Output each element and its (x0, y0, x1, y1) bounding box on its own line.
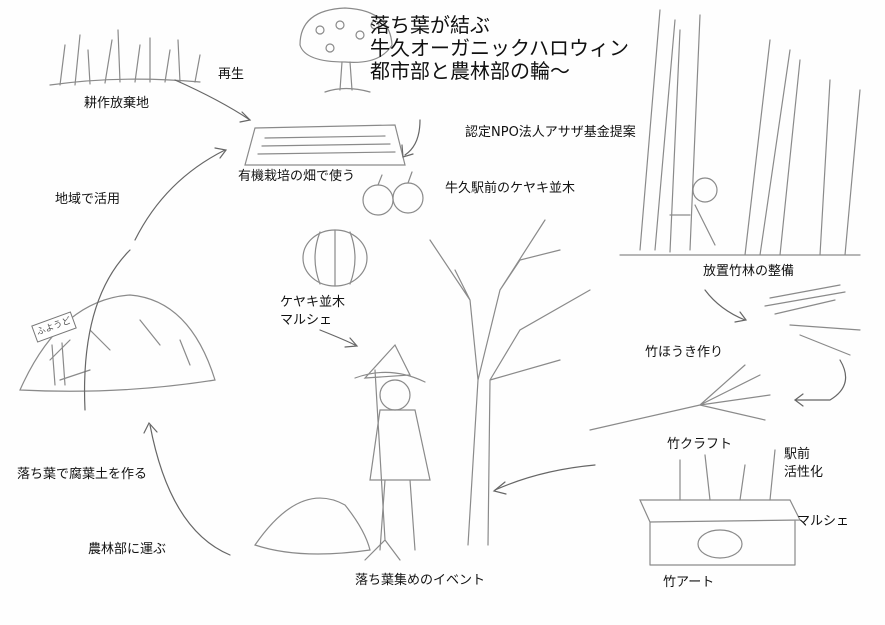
bamboo-broom-sketch (589, 364, 771, 431)
label-regeneration: 再生 (218, 67, 245, 82)
label-organic-field: 有機栽培の畑で使う (238, 169, 356, 184)
label-zelkova-marche-1: ケヤキ並木 (280, 295, 346, 310)
zelkova-tree-sketch (429, 219, 591, 546)
label-leaf-event: 落ち葉集めのイベント (355, 573, 486, 588)
label-station-revival-2: 活性化 (784, 465, 824, 480)
bamboo-grove-sketch (619, 9, 861, 256)
arrow-bamboo-to-sticks (704, 289, 746, 321)
title-line-3: 都市部と農林部の輪〜 (370, 59, 570, 83)
label-zelkova-marche-2: マルシェ (280, 313, 333, 328)
label-bamboo-art: 竹アート (663, 575, 715, 590)
arrow-craft-to-event (494, 464, 596, 491)
apple-tree-sketch (299, 7, 393, 93)
apples-sketch (362, 171, 424, 216)
arrow-event-to-farm (149, 424, 231, 556)
arrow-to-marche (319, 329, 356, 346)
abandoned-farmland-sketch (49, 29, 201, 86)
label-abandoned-farmland: 耕作放棄地 (84, 96, 150, 111)
arrow-sticks-to-broom (794, 359, 847, 401)
label-npo-proposal: 認定NPO法人アサザ基金提案 (465, 125, 636, 140)
field-sketch (244, 124, 406, 166)
label-carry-to-farm: 農林部に運ぶ (88, 542, 167, 557)
cycle-arrows (83, 79, 847, 556)
label-bamboo-maintenance: 放置竹林の整備 (703, 264, 795, 279)
leaf-pile-sketch (254, 497, 371, 555)
title-line-2: 牛久オーガニックハロウィン (370, 36, 629, 60)
label-station-revival-1: 駅前 (784, 447, 811, 462)
label-local-use: 地域で活用 (55, 192, 121, 207)
label-bamboo-craft: 竹クラフト (667, 437, 733, 452)
craft-table-sketch (639, 449, 801, 566)
pumpkin-sketch (302, 229, 368, 287)
witch-sketch (354, 343, 431, 561)
arrow-local-use (134, 149, 226, 241)
label-marche: マルシェ (797, 514, 850, 529)
label-make-compost: 落ち葉で腐葉土を作る (17, 467, 148, 482)
label-bamboo-broom: 竹ほうき作り (645, 345, 724, 360)
label-station-zelkova: 牛久駅前のケヤキ並木 (445, 181, 576, 196)
compost-pile-sketch (19, 294, 216, 392)
title-line-1: 落ち葉が結ぶ (370, 13, 490, 37)
arrow-compost-to-local (83, 249, 131, 411)
arrow-to-apples (404, 119, 421, 156)
arrow-regenerate (174, 79, 251, 121)
bamboo-sticks-sketch (764, 284, 861, 356)
